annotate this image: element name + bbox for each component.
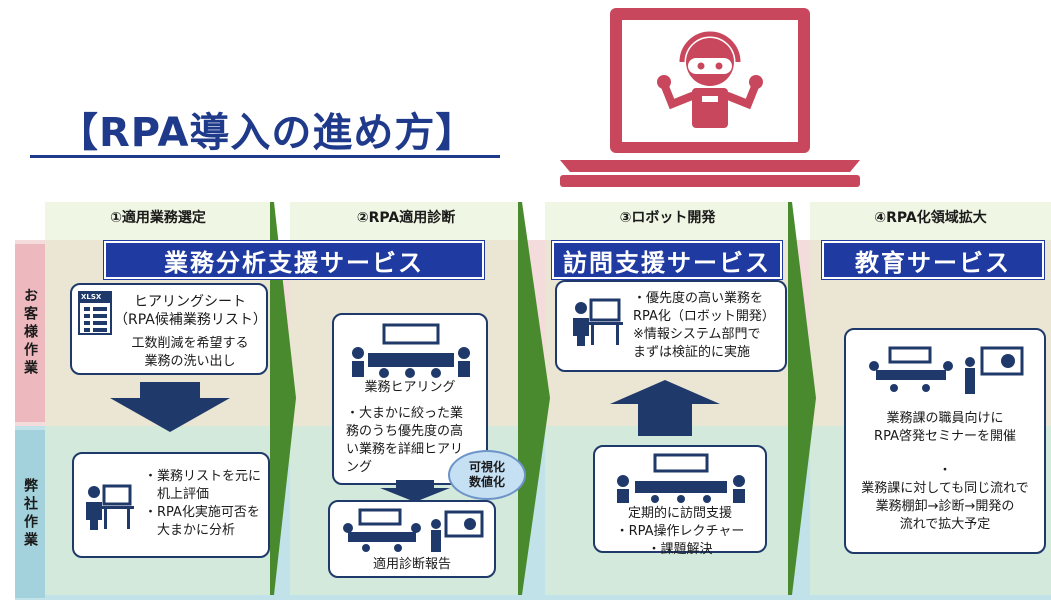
phase-chevron-1 (270, 202, 296, 595)
card-diagnosis-report: 適用診断報告 (328, 500, 496, 578)
phase-2-label: ②RPA適用診断 (356, 210, 456, 226)
arrow-up-icon (610, 380, 720, 436)
card-education: 業務課の職員向けに RPA啓発セミナーを開催 ・ 業務課に対しても同じ流れで 業… (844, 328, 1046, 554)
laptop-robot-icon (560, 8, 860, 187)
phase-chevron-3 (788, 202, 816, 595)
hearing-sheet-body: 工数削減を希望する 業務の洗い出し (131, 336, 249, 369)
card-regular-visit: 定期的に訪問支援 ・RPA操作レクチャー ・課題解決 (593, 445, 767, 557)
card-desk-eval: ・業務リストを元に 机上評価 ・RPA化実施可否を 大まかに分析 (72, 452, 270, 558)
hearing-sheet-title: ヒアリングシート （RPA候補業務リスト） (114, 294, 267, 328)
education-text-2: ・ 業務課に対しても同じ流れで 業務棚卸→診断→開発の 流れで拡大予定 (861, 463, 1029, 532)
presentation-meeting-icon (343, 508, 484, 552)
phase-1-label: ①適用業務選定 (110, 210, 206, 226)
title-underline (30, 155, 500, 158)
meeting-icon (352, 323, 470, 378)
card-hearing-sheet: XLSX ヒアリングシート （RPA候補業務リスト） 工数削減を希望する 業務の… (70, 283, 268, 375)
service-education: 教育サービス (822, 241, 1044, 279)
regular-visit-text: 定期的に訪問支援 ・RPA操作レクチャー ・課題解決 (615, 506, 745, 557)
row-label-ours: 弊社作業 (15, 430, 45, 598)
diagnosis-report-title: 適用診断報告 (372, 557, 451, 572)
card-robot-dev: ・優先度の高い業務を RPA化（ロボット開発） ※情報システム部門で まずは検証… (555, 280, 787, 372)
phase-4-label: ④RPA化領域拡大 (874, 210, 987, 226)
business-hearing-title: 業務ヒアリング (364, 380, 456, 395)
xlsx-badge: XLSX (81, 293, 102, 301)
row-label-customer: お客様作業 (15, 244, 45, 422)
visit-meeting-icon (617, 453, 745, 503)
desk-eval-text: ・業務リストを元に 机上評価 ・RPA化実施可否を 大まかに分析 (144, 469, 262, 538)
phase-3-label: ③ロボット開発 (619, 210, 716, 226)
developer-desk-icon (573, 298, 623, 346)
robot-dev-text: ・優先度の高い業務を RPA化（ロボット開発） ※情報システム部門で まずは検証… (633, 291, 775, 360)
business-hearing-body: ・大まかに絞った業 務のうち優先度の高 い業務を詳細ヒアリ ング (346, 406, 464, 475)
service-analysis: 業務分析支援サービス (104, 241, 484, 279)
desk-worker-icon (86, 484, 134, 530)
spreadsheet-icon (78, 291, 112, 335)
arrow-down-small-icon (380, 480, 450, 502)
service-visit: 訪問支援サービス (552, 241, 782, 279)
arrow-down-icon (110, 382, 230, 432)
education-text-1: 業務課の職員向けに RPA啓発セミナーを開催 (874, 411, 1016, 444)
seminar-icon (869, 346, 1024, 394)
page-title: 【RPA導入の進め方】 (58, 110, 477, 156)
visualize-bubble: 可視化 数値化 (448, 450, 526, 500)
phase-chevron-2 (518, 202, 550, 595)
